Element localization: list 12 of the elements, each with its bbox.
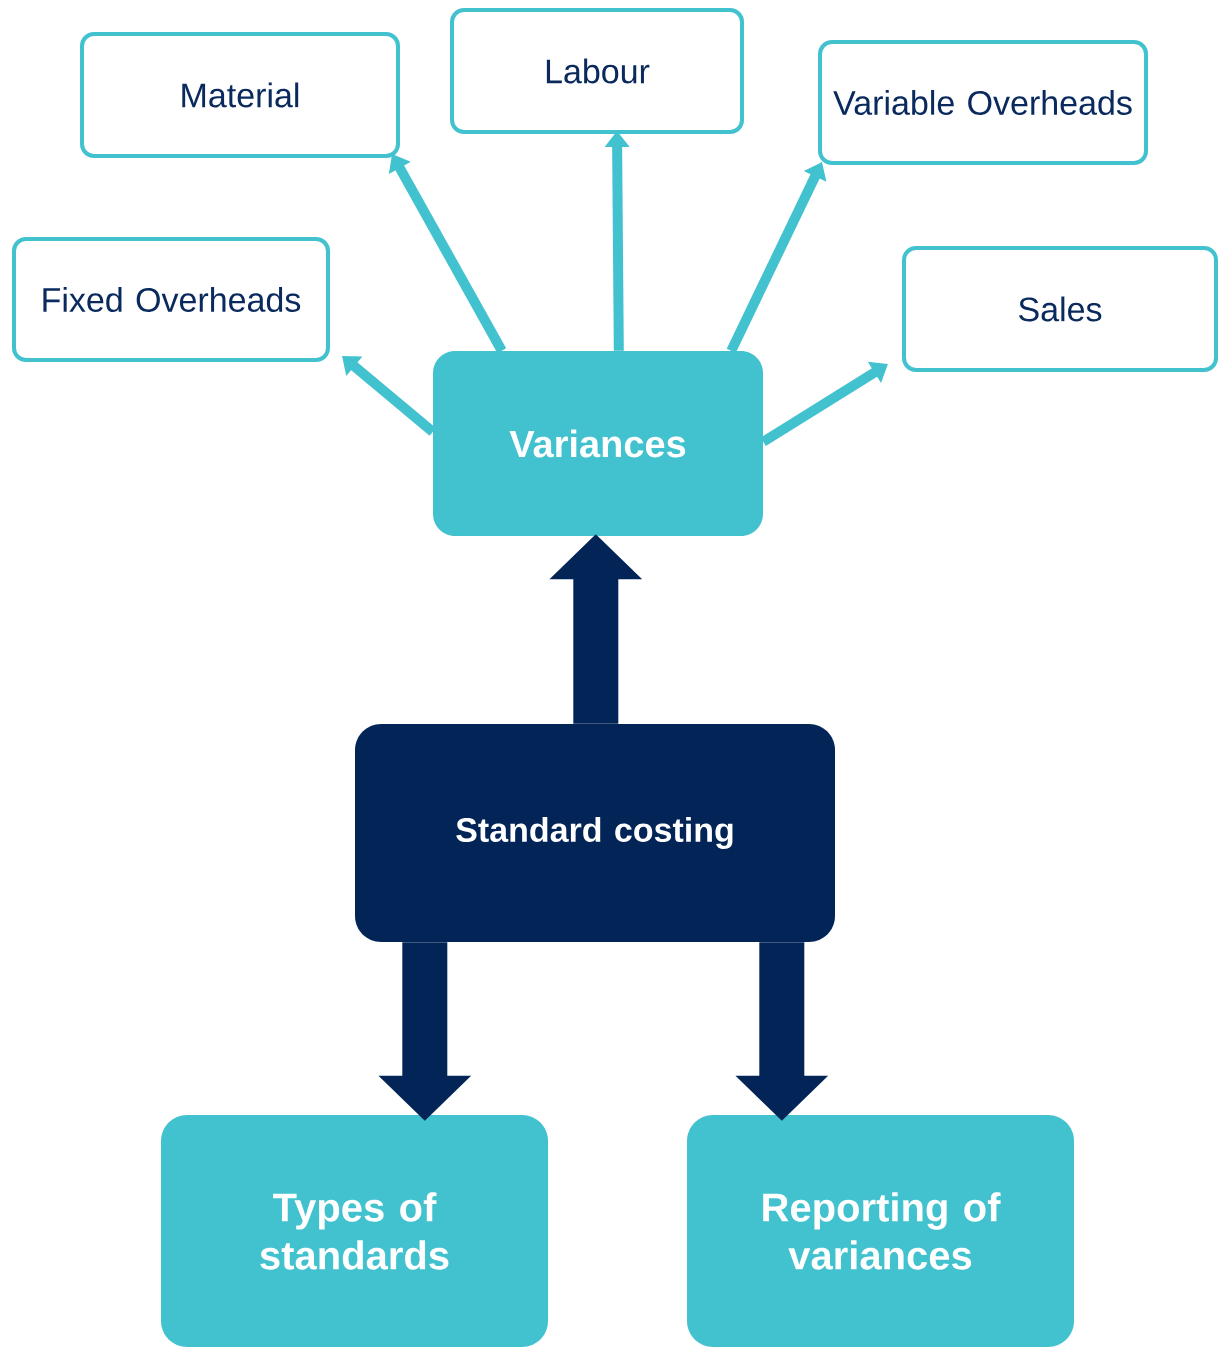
category-box: Labour — [450, 8, 744, 134]
category-box: Sales — [902, 246, 1218, 372]
category-box: Material — [80, 32, 400, 158]
category-box: Variable Overheads — [818, 40, 1148, 165]
arrow — [342, 356, 436, 436]
topic-box: Types of standards — [161, 1115, 548, 1347]
arrow — [388, 154, 507, 354]
category-box: Fixed Overheads — [12, 237, 330, 362]
topic-box: Reporting of variances — [687, 1115, 1074, 1347]
variances-box: Variances — [433, 351, 763, 536]
standard-costing-box: Standard costing — [355, 724, 835, 942]
arrow — [760, 361, 888, 447]
